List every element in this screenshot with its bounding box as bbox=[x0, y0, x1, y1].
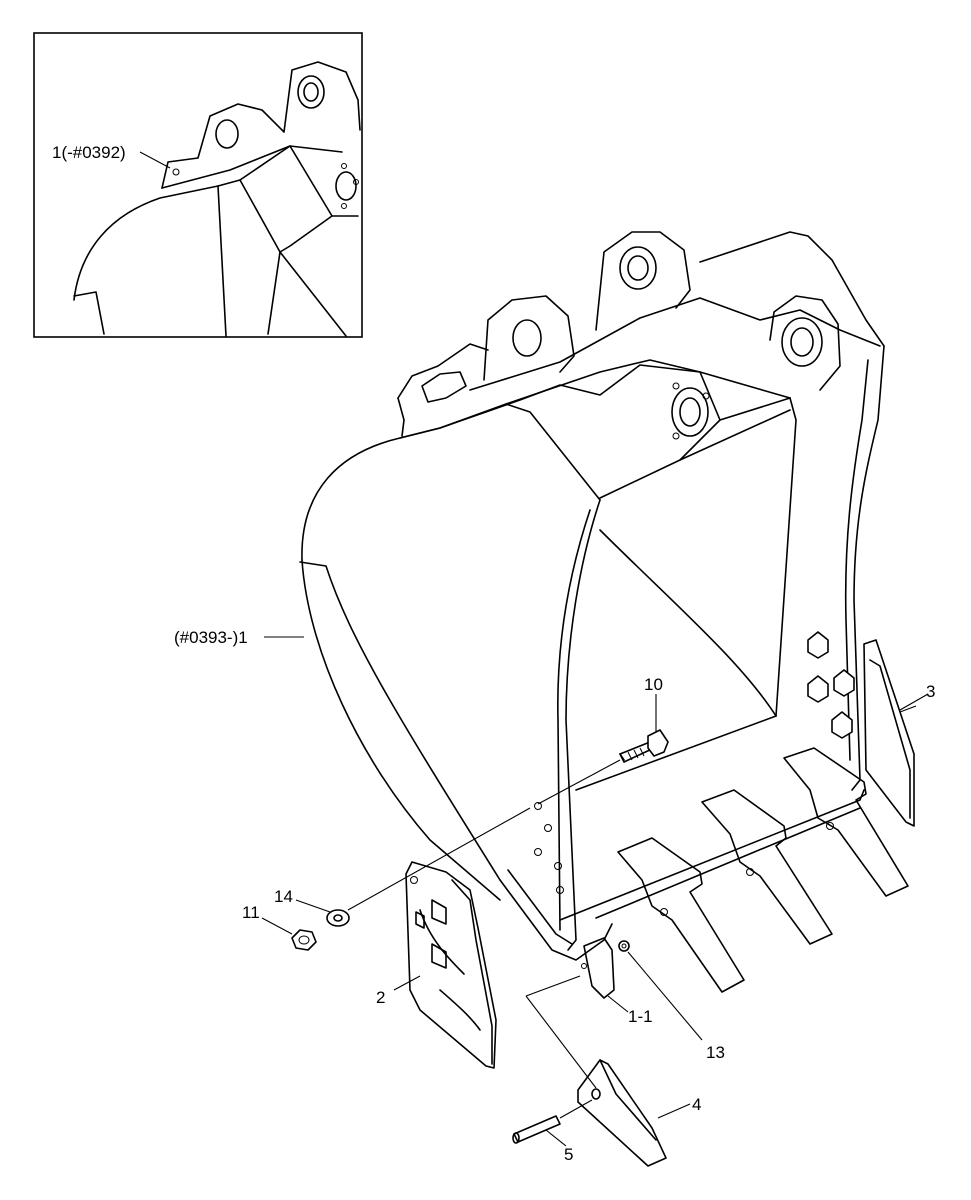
callout-side-shroud: 3 bbox=[926, 682, 935, 701]
inset-callout-label: 1(-#0392) bbox=[52, 143, 126, 162]
pin-part bbox=[512, 1099, 593, 1144]
lock-ring bbox=[618, 940, 630, 952]
tooth-part bbox=[525, 975, 667, 1167]
washer-part bbox=[326, 807, 531, 927]
side-bolts bbox=[807, 631, 855, 739]
side-cutter-part bbox=[405, 861, 497, 1069]
nut-part bbox=[291, 929, 317, 951]
callout-labels: (#0393-)1 3 10 14 11 2 1-1 13 4 5 bbox=[174, 628, 935, 1164]
callout-adapter: 1-1 bbox=[628, 1007, 653, 1026]
callout-main-bucket: (#0393-)1 bbox=[174, 628, 248, 647]
side-shroud-part bbox=[863, 639, 915, 827]
callout-lock: 13 bbox=[706, 1043, 725, 1062]
inset-leader bbox=[139, 151, 171, 169]
bucket-body bbox=[299, 231, 885, 961]
edge-teeth bbox=[581, 747, 909, 999]
bolt-part bbox=[537, 729, 669, 805]
callout-washer: 14 bbox=[274, 887, 293, 906]
callout-leaders bbox=[261, 636, 929, 1147]
callout-side-cutter: 2 bbox=[376, 988, 385, 1007]
callout-bolt: 10 bbox=[644, 675, 663, 694]
inset-detail: 1(-#0392) bbox=[33, 32, 363, 338]
callout-nut: 11 bbox=[242, 903, 260, 922]
callout-tooth: 4 bbox=[692, 1095, 701, 1114]
inset-bucket-drawing bbox=[73, 61, 361, 337]
callout-pin: 5 bbox=[564, 1145, 573, 1164]
